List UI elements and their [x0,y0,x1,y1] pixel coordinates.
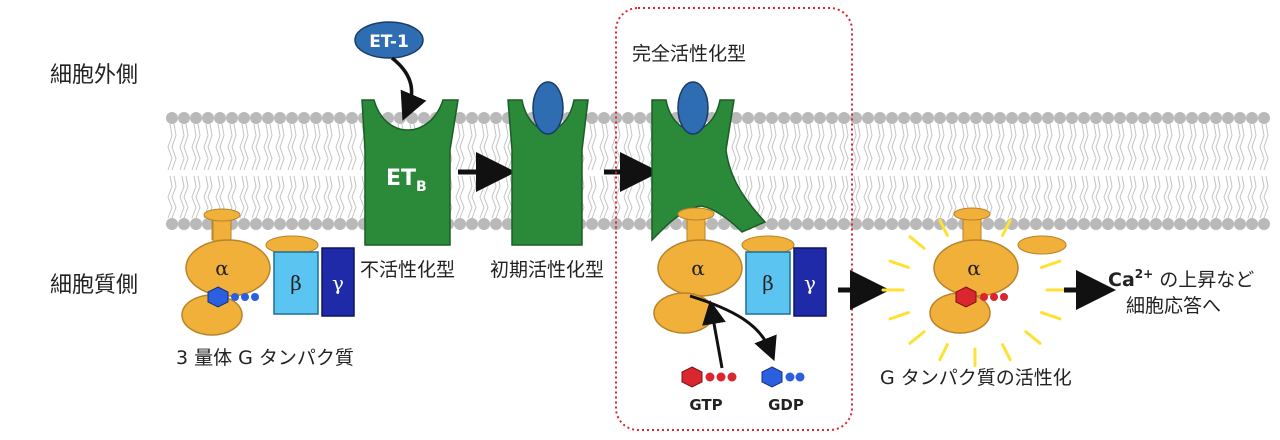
gtp-molecule [681,366,737,388]
fully-active-highlight-box [615,7,853,431]
g-protein-bound: α β γ [653,207,827,334]
inactive-state-label: 不活性化型 [360,259,455,281]
gdp-molecule [761,366,805,388]
svg-text:β: β [290,271,302,295]
intracellular-label: 細胞質側 [50,273,138,298]
receptor-label: ETB [386,166,427,195]
bound-ligand [677,81,709,135]
svg-text:β: β [762,271,774,295]
early-active-state-label: 初期活性化型 [490,259,604,281]
g-beta-subunit [273,251,319,315]
receptor-fully-active [651,81,767,242]
gtp-label: GTP [689,396,722,414]
svg-text:γ: γ [804,271,816,295]
g-gamma-subunit [321,247,355,317]
lipid-heads-inner [166,218,1270,230]
response-line-2: 細胞応答へ [1126,295,1221,317]
gdp-label: GDP [768,396,804,414]
g-protein-trimer: α β γ [181,208,355,336]
activated-g-alpha: α [881,207,1069,367]
extracellular-label: 細胞外側 [50,63,138,88]
g-protein-activation-label: G タンパク質の活性化 [880,367,1072,389]
svg-text:α: α [215,256,229,280]
et1-ligand: ET-1 [354,21,424,59]
ligand-binding-arrow [390,56,427,121]
trimer-g-protein-label: 3 量体 G タンパク質 [176,347,354,369]
gdp-hexagon [207,286,229,308]
svg-text:α: α [691,256,705,280]
response-line-1: Ca2+ の上昇など [1108,267,1254,291]
svg-text:ET-1: ET-1 [369,32,409,52]
svg-text:α: α [967,256,981,280]
receptor-inactive: ETB [361,99,459,246]
fully-active-state-label: 完全活性化型 [632,43,746,65]
svg-text:γ: γ [332,271,344,295]
bound-ligand [532,81,564,135]
gtp-binding-arrow [702,300,726,369]
receptor-early-active [507,81,589,246]
